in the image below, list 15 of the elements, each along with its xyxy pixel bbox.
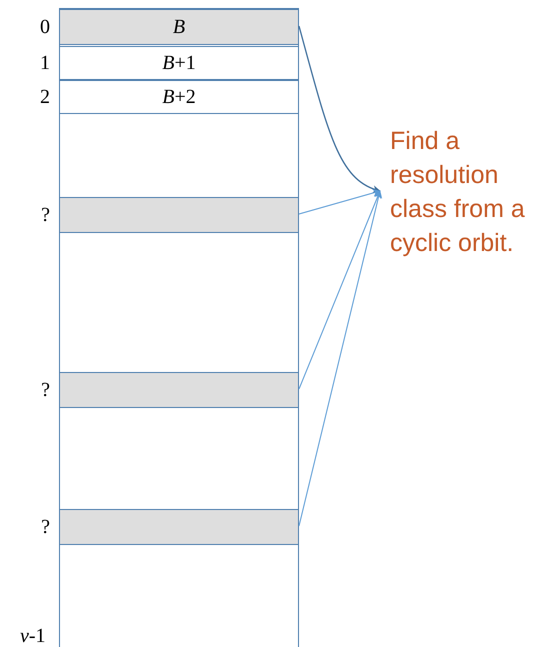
arrow [298, 189, 381, 214]
annotation-text: Find a resolution class from a cyclic orbit. [380, 124, 528, 260]
row-index: ? [41, 205, 50, 225]
index-label: v-1 [20, 626, 46, 646]
arrow [298, 190, 382, 526]
arrow [298, 190, 381, 390]
row-index: 1 [40, 53, 50, 73]
row-index: 2 [40, 87, 50, 107]
row-label: B [172, 17, 186, 37]
row-label: B+2 [162, 87, 196, 107]
row-index: ? [41, 380, 50, 400]
row-label: B+1 [162, 53, 196, 73]
row-index: 0 [40, 17, 50, 37]
row-index: ? [41, 517, 50, 537]
arrow [298, 26, 381, 192]
